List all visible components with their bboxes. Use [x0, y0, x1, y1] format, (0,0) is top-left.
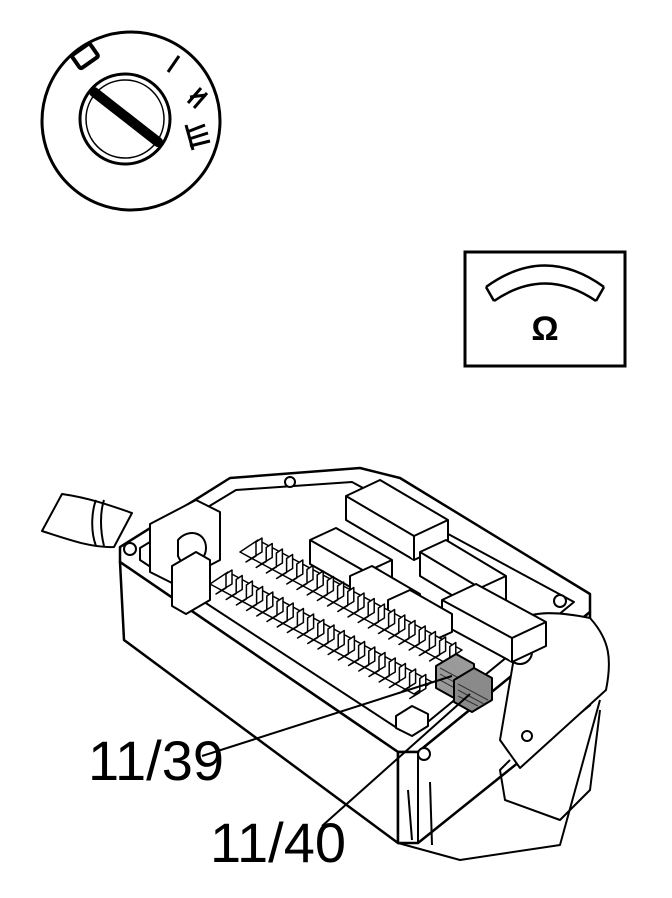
corner-screw	[417, 747, 431, 761]
upper-row-fuse	[428, 636, 447, 662]
lower-row-fuse	[307, 618, 325, 645]
corner-screw	[284, 476, 296, 488]
position-i-mark	[166, 55, 181, 73]
meter-scale-arc-inner	[493, 282, 597, 303]
lower-row-fuse	[317, 624, 335, 650]
ohm-unit-symbol: Ω	[531, 310, 558, 348]
ohmmeter-symbol: Ω	[463, 250, 627, 368]
position-ii-mark	[186, 87, 209, 109]
lower-row-fuse	[256, 591, 274, 617]
corner-screw	[553, 594, 567, 608]
lower-row-fuse	[215, 569, 233, 595]
corner-screw	[123, 542, 137, 556]
upper-row-fuse	[398, 619, 416, 646]
upper-row-fuse	[265, 548, 284, 574]
upper-row-fuse	[408, 625, 426, 651]
upper-row-fuse	[367, 603, 386, 629]
control-unit-box	[41, 466, 610, 861]
upper-row-fuse	[296, 564, 314, 591]
relay-block	[309, 479, 547, 663]
lower-row-fuse	[337, 635, 356, 661]
leader-line-11-39	[201, 675, 453, 757]
upper-row-fuse	[316, 575, 335, 602]
lower-row-fuse	[327, 629, 345, 656]
lower-row-fuse	[347, 640, 366, 667]
lower-row-fuse	[276, 602, 294, 628]
upper-row-fuse	[306, 570, 324, 596]
corner-screw	[521, 730, 533, 742]
lower-row-fuse	[266, 596, 284, 623]
lower-row-fuse	[378, 657, 396, 683]
callout-label-11-40: 11/40	[210, 811, 346, 874]
upper-row-fuse	[418, 630, 437, 657]
lower-row-fuse	[409, 673, 427, 700]
callout-label-11-39: 11/39	[88, 729, 224, 792]
upper-row-fuse	[357, 597, 375, 624]
leader-line-11-40	[321, 693, 471, 827]
lower-row-fuse	[388, 662, 407, 689]
lower-row-fuse	[235, 580, 254, 606]
upper-row-fuse	[388, 614, 406, 640]
ignition-switch	[40, 30, 222, 212]
lower-row-fuse	[368, 651, 386, 678]
upper-row-fuse	[275, 553, 294, 580]
meter-scale-arc-outer	[485, 264, 605, 289]
upper-row-fuse	[377, 608, 396, 635]
lower-row-fuse	[286, 607, 305, 634]
position-iii-mark	[184, 123, 211, 151]
lower-row-fuse	[398, 668, 417, 694]
upper-row-fuse	[337, 586, 355, 613]
upper-row-fuse	[326, 581, 345, 607]
upper-row-fuse	[286, 559, 304, 585]
lower-row-fuse	[225, 574, 243, 601]
key-slot	[89, 87, 163, 147]
position-0-mark	[70, 41, 100, 71]
lower-row-fuse	[245, 585, 264, 612]
lower-row-fuse	[358, 646, 376, 672]
upper-row-fuse	[255, 542, 273, 569]
upper-row-fuse	[347, 592, 365, 618]
lower-row-fuse	[296, 613, 315, 639]
upper-row-fuse	[245, 537, 263, 563]
